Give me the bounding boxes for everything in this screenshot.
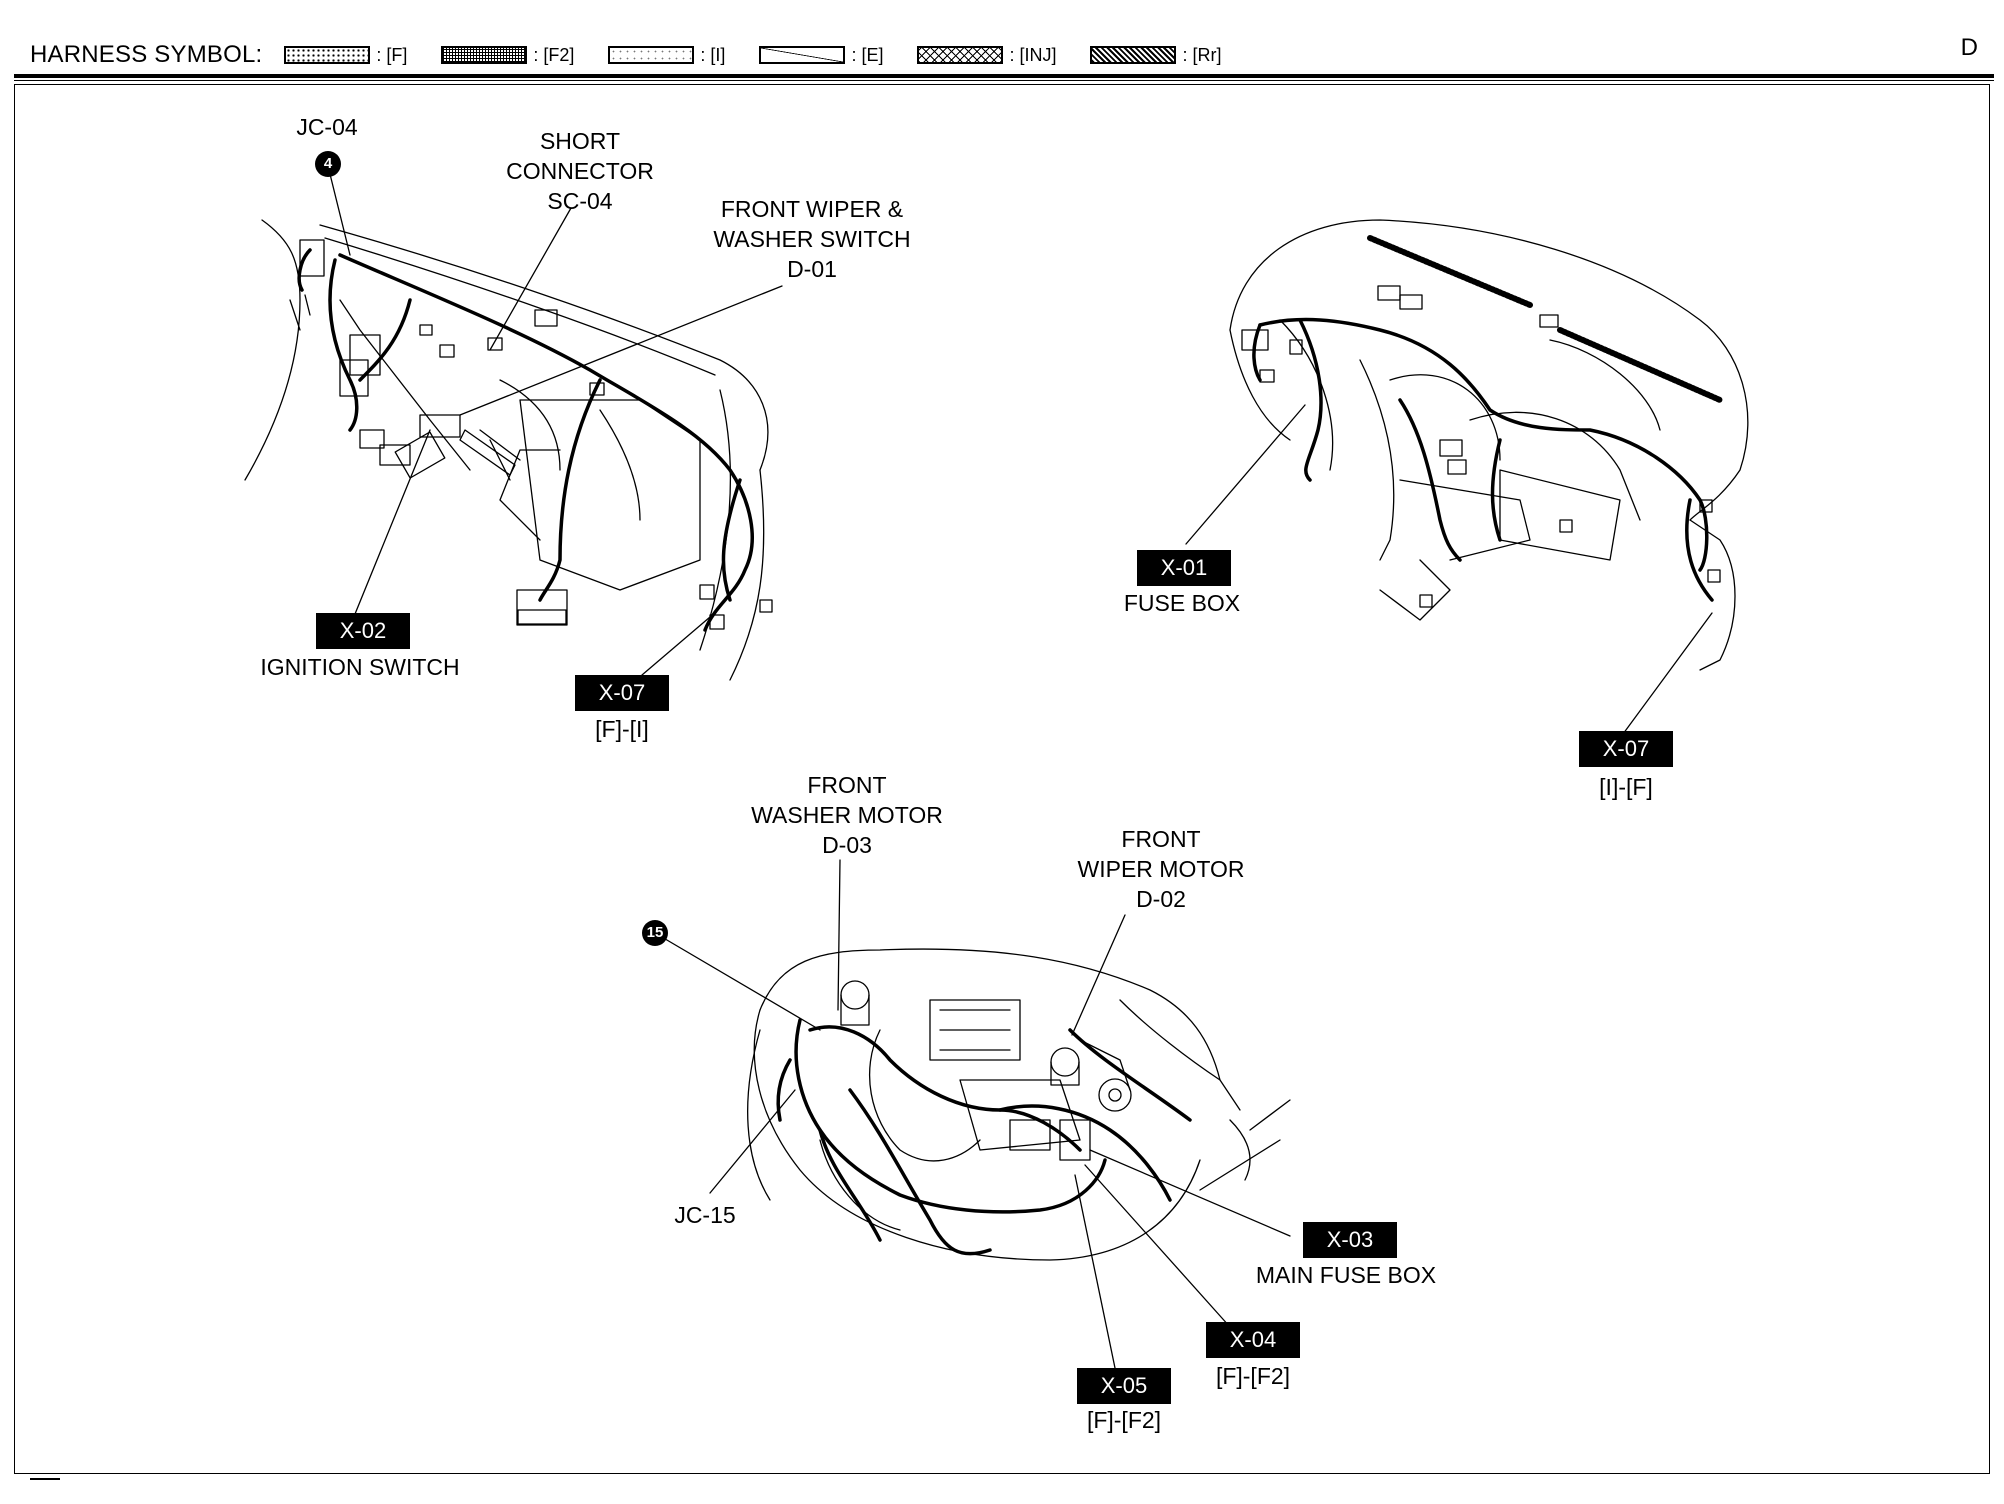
pattern-inj-swatch [917, 46, 1004, 64]
footer-tick [30, 1478, 60, 1480]
x07-right-harness-label: [I]-[F] [1599, 774, 1653, 800]
front-wiper-washer-switch-label: FRONT WIPER & WASHER SWITCH D-01 [713, 196, 911, 282]
page-letter: D [1960, 34, 1978, 61]
connector-tag-x07-left: X-07 [575, 675, 669, 711]
pattern-rr-swatch [1090, 46, 1177, 64]
legend-item-f2: : [F2] [441, 45, 574, 66]
harness-symbol-legend: HARNESS SYMBOL: : [F] : [F2] : [I] : [E]… [30, 38, 1255, 72]
x05-harness-label: [F]-[F2] [1086, 1407, 1162, 1433]
jc-15-label: JC-15 [674, 1202, 736, 1228]
short-connector-label: SHORT CONNECTOR SC-04 [506, 128, 654, 214]
connector-tag-x03: X-03 [1303, 1222, 1397, 1258]
jc-04-label: JC-04 [296, 114, 358, 140]
pattern-e-swatch [759, 46, 846, 64]
diagram-frame [14, 84, 1990, 1474]
header-rule-thick [14, 74, 1994, 78]
pattern-f2-swatch [441, 46, 528, 64]
legend-title: HARNESS SYMBOL: [30, 41, 263, 68]
connector-tag-x05: X-05 [1077, 1368, 1171, 1404]
legend-item-inj: : [INJ] [917, 45, 1056, 66]
x07-left-harness-label: [F]-[I] [595, 716, 649, 742]
legend-item-e: : [E] [759, 45, 883, 66]
legend-item-rr: : [Rr] [1090, 45, 1221, 66]
front-wiper-motor-label: FRONT WIPER MOTOR D-02 [1077, 826, 1245, 912]
fuse-box-label: FUSE BOX [1123, 590, 1241, 616]
legend-item-f: : [F] [284, 45, 407, 66]
engine-bay-harness [776, 1018, 1192, 1256]
right-dashboard-harness [1252, 317, 1714, 602]
connector-tag-x01: X-01 [1137, 550, 1231, 586]
connector-tag-x04: X-04 [1206, 1322, 1300, 1358]
left-dashboard-harness [297, 248, 754, 632]
engine-bay-drawing [747, 948, 1291, 1261]
pattern-i-swatch [608, 46, 695, 64]
connector-tag-x07-right: X-07 [1579, 731, 1673, 767]
main-fuse-box-label: MAIN FUSE BOX [1255, 1262, 1437, 1288]
left-dashboard-drawing [244, 219, 773, 681]
header-rule-thin [14, 80, 1994, 81]
leader-lines [327, 165, 1713, 1369]
x04-harness-label: [F]-[F2] [1215, 1363, 1291, 1389]
right-dashboard-drawing [1229, 219, 1749, 671]
connector-marker-4: 4 [315, 151, 341, 177]
ignition-switch-label: IGNITION SWITCH [260, 654, 460, 680]
pattern-f-swatch [284, 46, 371, 64]
connector-tag-x02: X-02 [316, 613, 410, 649]
connector-marker-15: 15 [642, 920, 668, 946]
front-washer-motor-label: FRONT WASHER MOTOR D-03 [751, 772, 943, 858]
legend-item-i: : [I] [608, 45, 725, 66]
